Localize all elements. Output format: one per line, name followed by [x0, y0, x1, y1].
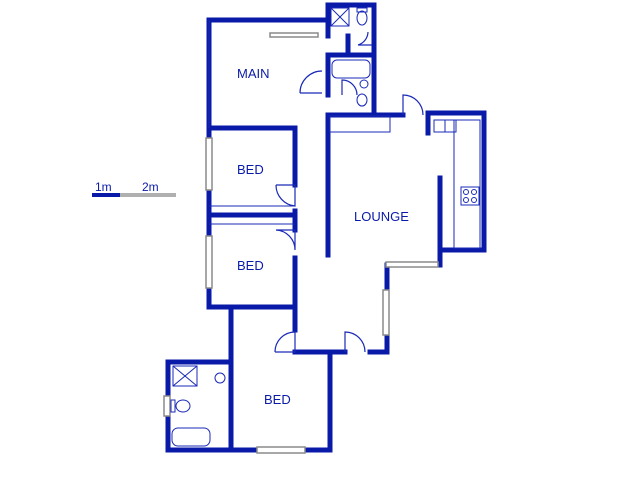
window-icon	[205, 137, 213, 191]
shower-icon	[330, 7, 350, 27]
bathtub-icon	[331, 59, 371, 79]
thin-lines	[208, 20, 481, 249]
toilet-icon	[356, 93, 368, 107]
door-swing-icon	[275, 184, 296, 207]
exterior-walls	[165, 2, 487, 453]
stove-icon	[460, 186, 480, 206]
door-swing-icon	[274, 331, 296, 353]
room-label-main: MAIN	[237, 66, 270, 81]
room-label-bed-2: BED	[237, 258, 264, 273]
doors	[274, 31, 424, 353]
bottom-bathroom-fittings	[170, 365, 226, 447]
toilet-icon	[175, 399, 191, 413]
top-bathroom-fittings	[330, 7, 371, 107]
door-swing-icon	[299, 70, 323, 94]
room-label-bed-1: BED	[237, 162, 264, 177]
scale-label-1m: 1m	[95, 180, 112, 194]
door-swing-icon	[357, 31, 372, 46]
room-label-lounge: LOUNGE	[354, 209, 409, 224]
window-icon	[163, 395, 171, 417]
scale-label-2m: 2m	[142, 180, 159, 194]
window-icon	[385, 261, 439, 268]
windows	[163, 32, 439, 454]
toilet-icon	[356, 10, 368, 26]
basin-icon	[214, 372, 226, 384]
bathtub-icon	[171, 427, 211, 447]
window-icon	[205, 235, 213, 289]
scale-bar: 1m 2m	[92, 180, 176, 197]
door-swing-icon	[275, 229, 296, 251]
window-icon	[269, 32, 319, 38]
window-icon	[256, 446, 306, 454]
kitchen-fittings	[433, 119, 480, 206]
window-icon	[382, 289, 390, 336]
room-label-bed-3: BED	[264, 392, 291, 407]
door-swing-icon	[341, 79, 358, 96]
shower-icon	[172, 365, 198, 387]
basin-icon	[359, 79, 369, 89]
door-swing-icon	[344, 331, 366, 353]
door-swing-icon	[402, 94, 424, 116]
